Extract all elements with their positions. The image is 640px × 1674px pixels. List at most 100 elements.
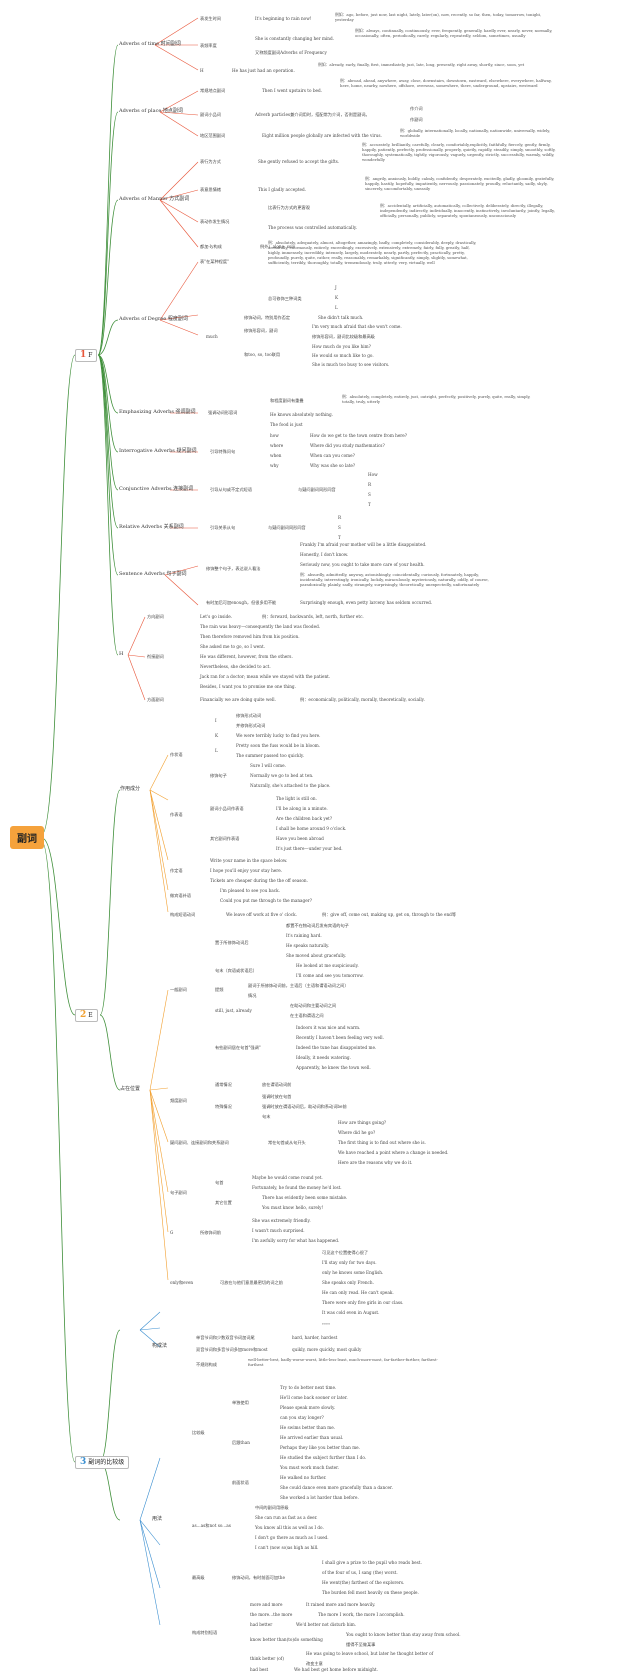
func-obj-example1: I'm pleased to see you back. [220, 888, 281, 893]
degree-much-c-example3: She is much too busy to see visitors. [312, 362, 390, 367]
pos-only-example4: She speaks only French. [322, 1280, 374, 1285]
place-c1-example: Then I went upstairs to bed. [262, 88, 322, 93]
func-attr-example3: Tickets are cheaper during the the off s… [210, 878, 308, 883]
use-as-example5: I can't (now so)as high as hill. [255, 1545, 319, 1550]
pos-inter-example3: The first thing is to find out where she… [338, 1140, 426, 1145]
pos-frequency: 频度副词 [170, 1098, 187, 1103]
degree-much-b: 修饰形容词，副词 [244, 328, 278, 333]
pos-gen-a-example1: It's raining hard. [286, 933, 322, 938]
place-c2-example: Adverb particles兼介词用时，搭配常为介词，否则是副词。 [255, 112, 370, 117]
degree-c2-l: L [335, 305, 338, 310]
spec-row1-example: It rained more and more heavily. [306, 1602, 376, 1607]
manner-c3-list: 例：accidentally, artificially, automatica… [380, 203, 555, 218]
formation-node: 构成法 [152, 1343, 168, 1349]
spec-row6: had best [250, 1667, 269, 1672]
func-adv-sentence-example3: Naturally, she's attached to the place. [250, 783, 331, 788]
pos-gen-c2: 情况 [248, 993, 257, 998]
conj-item-1: How [368, 472, 378, 477]
rel-c2: 与疑问副词同形同音 [268, 525, 306, 530]
pos-freq-b1: 强调时放在句首 [262, 1094, 292, 1099]
h-direction-example: Let's go inside. [200, 614, 233, 619]
use-cmp-c-example1: You must work much faster. [280, 1465, 340, 1470]
use-sup-example3: He went(the) farthest of the explorers. [322, 1580, 405, 1585]
manner-c1-example: She gently refused to accept the gifts. [258, 159, 340, 164]
h-linking-example6: Jack ran for a doctor; mean while we sta… [200, 674, 331, 679]
pos-freq-b: 特殊情况 [215, 1104, 232, 1109]
inter-where-example: Where did you study mathematics? [310, 443, 385, 448]
time-c1: 表发生时间 [200, 16, 221, 21]
use-special-phrases: 构成特别短语 [192, 1630, 218, 1635]
spec-row4-meaning: 懂得不至做某事 [346, 1642, 376, 1647]
function-node: 作用成分 [120, 786, 141, 792]
conj-item-3: S [368, 492, 371, 497]
degree-much-c-example2: He would so much like to go. [312, 353, 374, 358]
place-c1: 常规地点副词 [200, 88, 226, 93]
pos-gen-b-example1: He looked at me suspiciously. [296, 963, 359, 968]
pos-gen-a: 置于所修饰动词后 [215, 940, 249, 945]
use-sup-example4: The burden fell most heavily on these pe… [322, 1590, 419, 1595]
emph-example2: The food is just [270, 422, 303, 427]
func-pred-b-example3: It's just there—under your bed. [276, 846, 343, 851]
func-phr-example: We leave off work at five o' clock. [226, 912, 297, 917]
root-node: 副词 [10, 826, 44, 849]
form-b-example: quikly, more quickly, most quikly [292, 1347, 362, 1352]
emph-c1: 强调动词形容词 [208, 410, 238, 415]
rel-item-1: R [338, 515, 342, 520]
sent-example1: Frankly I'm afraid your mother will be a… [300, 542, 427, 547]
h-aspect-list: 例：economically, politically, morally, th… [300, 697, 425, 702]
use-cmp-a: 单独使用 [232, 1400, 249, 1405]
conj-item-2: R [368, 482, 372, 487]
h-aspect-example: Financially we are doing quite well. [200, 697, 276, 702]
sentence-adverbs-node: Sentence Adverbs 句子副词 [119, 571, 187, 577]
h-linking-example2: Then therefore removed him from his posi… [200, 634, 300, 639]
conj-c2: 与疑问副词同形同音 [298, 487, 336, 492]
func-adv-k: K [215, 733, 219, 738]
pos-gen-e-example2: Recently I haven't been feeling very wel… [296, 1035, 384, 1040]
pos-freq-b3: 句末 [262, 1114, 271, 1119]
time-adverbs-node: Adverbs of time 时间副词 [119, 41, 181, 47]
degree-c2: 总可修饰三种词类 [268, 296, 302, 301]
inter-why: why [270, 463, 279, 468]
use-cmp-c-example2: He walked no further. [280, 1475, 327, 1480]
func-pred-a-example1: The light is still on. [276, 796, 317, 801]
use-cmp-c: 前面状语 [232, 1480, 249, 1485]
pos-only-example5: He can only read. He can't speak. [322, 1290, 394, 1295]
pos-gen-c: 提频 [215, 987, 224, 992]
pos-inter-example5: Here are the reasons why we do it. [338, 1160, 413, 1165]
spec-row4: know better than(to)do something [250, 1637, 323, 1642]
conj-item-4: T [368, 502, 371, 507]
pos-only-example3: only he knows some English. [322, 1270, 384, 1275]
rel-item-2: S [338, 525, 341, 530]
section-1-number: 1 [80, 350, 87, 360]
func-pred-a: 副词小品词作表语 [210, 806, 244, 811]
degree-adverbs-node: Adverbs of Degree 程度副词 [119, 316, 188, 322]
pos-gen-d: still, just, already [215, 1008, 252, 1013]
section-1-label: F [88, 352, 93, 359]
pos-sent-a-example2: Fortunately, he found the money he'd los… [252, 1185, 342, 1190]
inter-why-example: Why was she so late? [310, 463, 356, 468]
pos-sent-b-example2: You must know hello, surely! [262, 1205, 324, 1210]
func-adv-i-a: 修饰形式动词 [236, 713, 262, 718]
degree-much-c-example1: How much do you like him? [312, 344, 371, 349]
func-pred-b-example2: Have you been abroad [276, 836, 324, 841]
form-c-example: well-better-best, badly-worse-worst, lit… [248, 1357, 438, 1367]
func-pred-b: 其它副词作表语 [210, 836, 240, 841]
section-3-label: 副词的比较级 [88, 1459, 125, 1466]
use-superlative: 最高级 [192, 1575, 205, 1580]
func-attr-example2: I hope you'll enjoy your stay here. [210, 868, 283, 873]
func-adv-i-b: 并修饰形式动词 [236, 723, 266, 728]
pos-only-example2: I'll stay only for two days. [322, 1260, 377, 1265]
pos-gen-b: 句末（宾语或状语后） [215, 968, 257, 973]
spec-row4-example: You ought to know better than stay away … [346, 1632, 461, 1637]
rel-c1: 引导关系从句 [210, 525, 236, 530]
time-c4: H [200, 68, 204, 73]
h-aspect: 方面副词 [147, 697, 164, 702]
inter-how-example: How do we get to the town centre from he… [310, 433, 408, 438]
use-as-example2: She can run as fast as a deer. [255, 1515, 318, 1520]
place-c3: 地区范围副词 [200, 133, 226, 138]
spec-row2: the more...the more [250, 1612, 293, 1617]
form-c: 不规则构成 [196, 1362, 217, 1367]
h-linking-example5: Nevertheless, she decided to act. [200, 664, 271, 669]
spec-row2-example: The more I work, the more I accomplish. [318, 1612, 405, 1617]
